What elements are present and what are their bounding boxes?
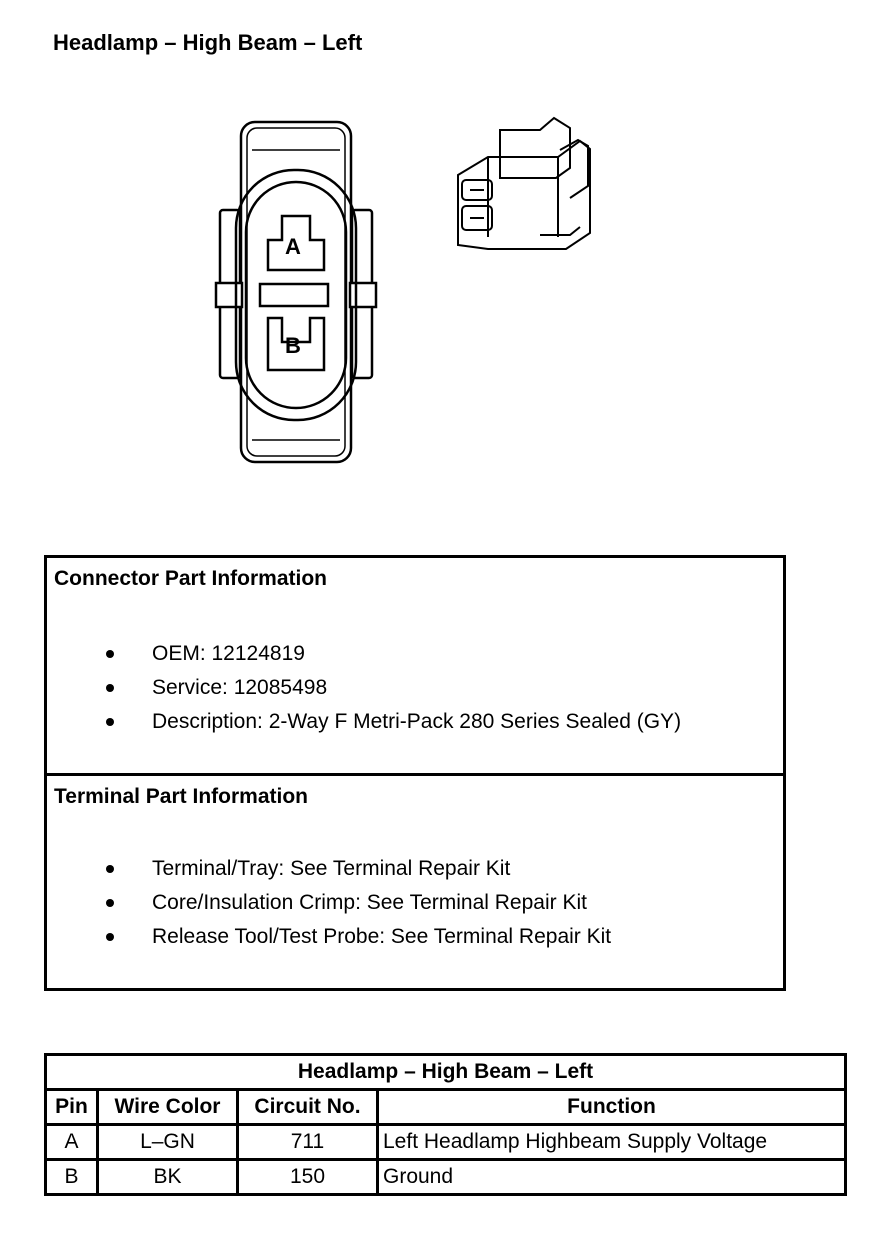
- header-pin: Pin: [44, 1088, 99, 1126]
- connector-part-title: Connector Part Information: [54, 567, 328, 590]
- cell-wire-color: BK: [96, 1158, 239, 1196]
- bullet-icon: [106, 933, 114, 941]
- list-item: Terminal/Tray: See Terminal Repair Kit: [47, 852, 611, 886]
- bullet-icon: [106, 650, 114, 658]
- cell-pin: B: [44, 1158, 99, 1196]
- pin-a-label: A: [285, 234, 301, 259]
- list-item: Core/Insulation Crimp: See Terminal Repa…: [47, 886, 611, 920]
- cell-function: Left Headlamp Highbeam Supply Voltage: [376, 1123, 847, 1161]
- bullet-icon: [106, 899, 114, 907]
- bullet-icon: [106, 865, 114, 873]
- page-title: Headlamp – High Beam – Left: [53, 30, 363, 55]
- part-information-box: Connector Part Information OEM: 12124819…: [44, 555, 786, 991]
- cell-wire-color: L–GN: [96, 1123, 239, 1161]
- pin-table-header: Pin Wire Color Circuit No. Function: [44, 1088, 847, 1126]
- cell-circuit-no: 150: [236, 1158, 379, 1196]
- header-function: Function: [376, 1088, 847, 1126]
- connector-face-diagram: [214, 120, 378, 464]
- terminal-part-section: Terminal Part Information Terminal/Tray:…: [47, 776, 783, 988]
- list-item: Release Tool/Test Probe: See Terminal Re…: [47, 920, 611, 954]
- bullet-icon: [106, 684, 114, 692]
- connector-illustrations: A B: [214, 116, 591, 464]
- pin-b-label: B: [285, 333, 301, 358]
- header-circuit-no: Circuit No.: [236, 1088, 379, 1126]
- list-item: OEM: 12124819: [47, 637, 681, 671]
- connector-part-list: OEM: 12124819 Service: 12085498 Descript…: [47, 637, 681, 739]
- connector-isometric-diagram: [457, 116, 591, 250]
- terminal-part-title: Terminal Part Information: [54, 785, 308, 808]
- terminal-part-list: Terminal/Tray: See Terminal Repair Kit C…: [47, 852, 611, 954]
- pin-table: Headlamp – High Beam – Left Pin Wire Col…: [44, 1053, 847, 1196]
- cell-function: Ground: [376, 1158, 847, 1196]
- list-item: Description: 2-Way F Metri-Pack 280 Seri…: [47, 705, 681, 739]
- cell-circuit-no: 711: [236, 1123, 379, 1161]
- connector-part-section: Connector Part Information OEM: 12124819…: [47, 558, 783, 776]
- table-row: A L–GN 711 Left Headlamp Highbeam Supply…: [44, 1123, 847, 1161]
- pin-table-title: Headlamp – High Beam – Left: [44, 1053, 847, 1091]
- cell-pin: A: [44, 1123, 99, 1161]
- header-wire-color: Wire Color: [96, 1088, 239, 1126]
- list-item: Service: 12085498: [47, 671, 681, 705]
- bullet-icon: [106, 718, 114, 726]
- table-row: B BK 150 Ground: [44, 1158, 847, 1196]
